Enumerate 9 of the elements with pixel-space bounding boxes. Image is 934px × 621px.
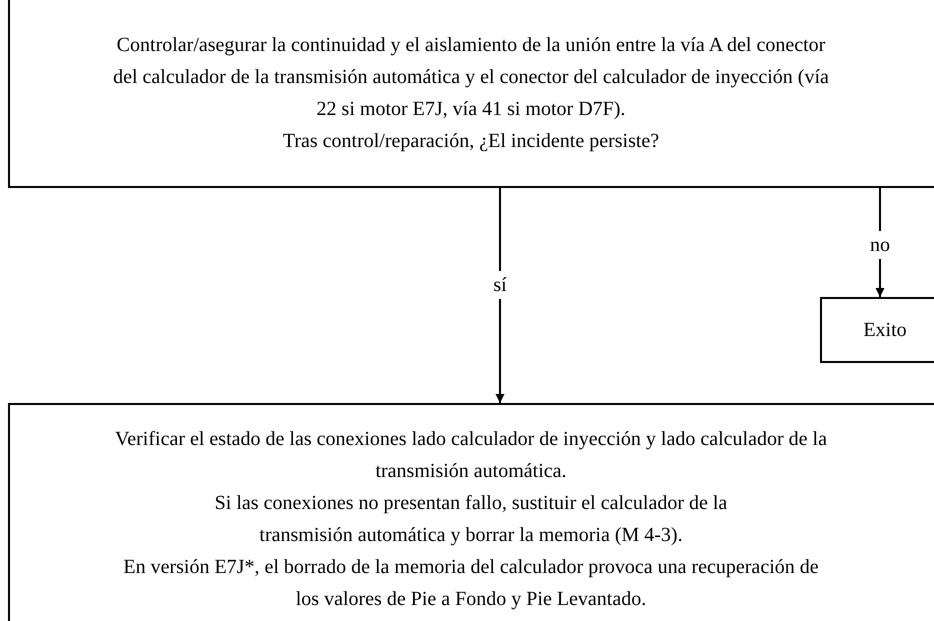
process-box (8, 0, 934, 188)
node-text: Si las conexiones no presentan fallo, sustituir el calculador de la transmisión automática y borrar la memoria (M 4-3). (214, 491, 728, 548)
node-text: Verificar el estado de las conexiones lado calculador de inyección y lado calculador de la transmisión automática. (114, 427, 828, 484)
process-box (8, 403, 934, 621)
node-text: Tras control/reparación, ¿El incidente persiste? (282, 129, 660, 154)
node-text: En versión E7J*, el borrado de la memoria del calculador provoca una recuperación de los valores de Pie a Fondo y Pie Levantado. (122, 555, 820, 612)
terminal-box (820, 297, 934, 363)
node-text: Controlar/asegurar la continuidad y el aislamiento de la unión entre la vía A del conector del calculador de la transmisión automática y el conector del calculador de inyección (vía 22 si motor E7J, vía 41 si motor D7F). (112, 33, 830, 122)
node-text: Exito (862, 318, 908, 343)
